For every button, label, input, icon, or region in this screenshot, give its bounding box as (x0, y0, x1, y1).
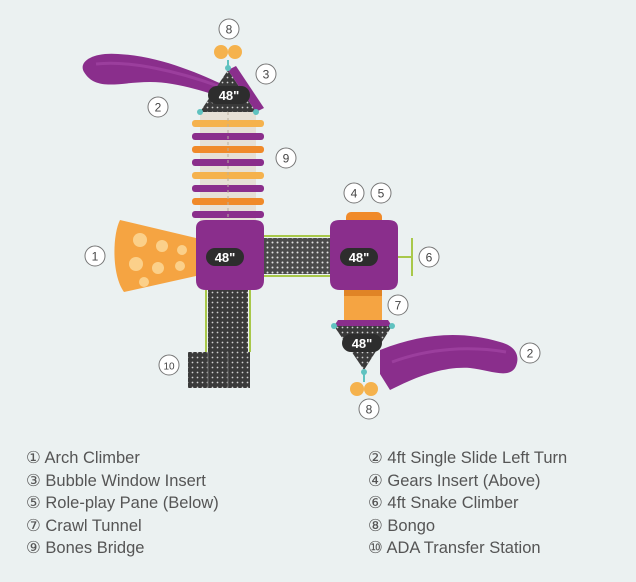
callout-4: 4 (343, 182, 365, 204)
svg-text:3: 3 (263, 68, 270, 82)
callout-1: 1 (84, 245, 106, 267)
deck-height-label-top: 48" (219, 88, 240, 103)
callout-2-right: 2 (519, 342, 541, 364)
deck-height-label-bottom: 48" (352, 336, 373, 351)
legend: ① Arch Climber ② 4ft Single Slide Left T… (26, 447, 626, 560)
svg-text:2: 2 (527, 347, 534, 361)
legend-item-7: ⑦ Crawl Tunnel (26, 516, 142, 535)
callout-3: 3 (255, 63, 277, 85)
bottom-triangle-deck: 48" (331, 320, 395, 375)
deck-height-label-left: 48" (215, 250, 236, 265)
legend-item-2: ② 4ft Single Slide Left Turn (368, 449, 568, 467)
callout-8-top: 8 (218, 18, 240, 40)
callout-10: 10 (158, 354, 180, 376)
ramp (205, 290, 251, 352)
callout-8-bottom: 8 (358, 398, 380, 420)
legend-item-5: ⑤ Role-play Pane (Below) (26, 494, 219, 512)
legend-item-8: ⑧ Bongo (368, 516, 436, 535)
legend-item-1: ① Arch Climber (26, 449, 140, 467)
callout-2-top: 2 (147, 96, 169, 118)
ada-transfer-station (188, 352, 250, 388)
bongo-top (214, 45, 242, 68)
svg-text:5: 5 (378, 187, 385, 201)
svg-text:6: 6 (426, 251, 433, 265)
slide-right (380, 335, 518, 390)
svg-text:9: 9 (283, 152, 290, 166)
bones-bridge (192, 112, 264, 224)
callout-9: 9 (275, 147, 297, 169)
callout-6: 6 (418, 246, 440, 268)
callout-7: 7 (387, 294, 409, 316)
deck-right: 48" (330, 212, 398, 290)
snake-climber (398, 238, 413, 276)
legend-item-9: ⑨ Bones Bridge (26, 539, 145, 557)
svg-text:10: 10 (163, 362, 175, 373)
svg-text:7: 7 (395, 299, 402, 313)
legend-item-4: ④ Gears Insert (Above) (368, 471, 541, 490)
playground-plan: 48" 48" (82, 18, 541, 420)
arch-climber (114, 220, 196, 292)
deck-height-label-right: 48" (349, 250, 370, 265)
callout-5: 5 (370, 182, 392, 204)
svg-text:2: 2 (155, 101, 162, 115)
svg-text:1: 1 (92, 250, 99, 264)
svg-text:4: 4 (351, 187, 358, 201)
legend-item-10: ⑩ ADA Transfer Station (368, 539, 541, 557)
svg-text:8: 8 (226, 23, 233, 37)
walkway (264, 235, 330, 277)
bongo-bottom (350, 374, 378, 396)
slide-top (82, 53, 232, 100)
top-triangle-deck: 48" (197, 65, 264, 115)
legend-item-6: ⑥ 4ft Snake Climber (368, 494, 519, 512)
deck-left: 48" (196, 220, 264, 290)
svg-text:8: 8 (366, 403, 373, 417)
legend-item-3: ③ Bubble Window Insert (26, 471, 206, 490)
